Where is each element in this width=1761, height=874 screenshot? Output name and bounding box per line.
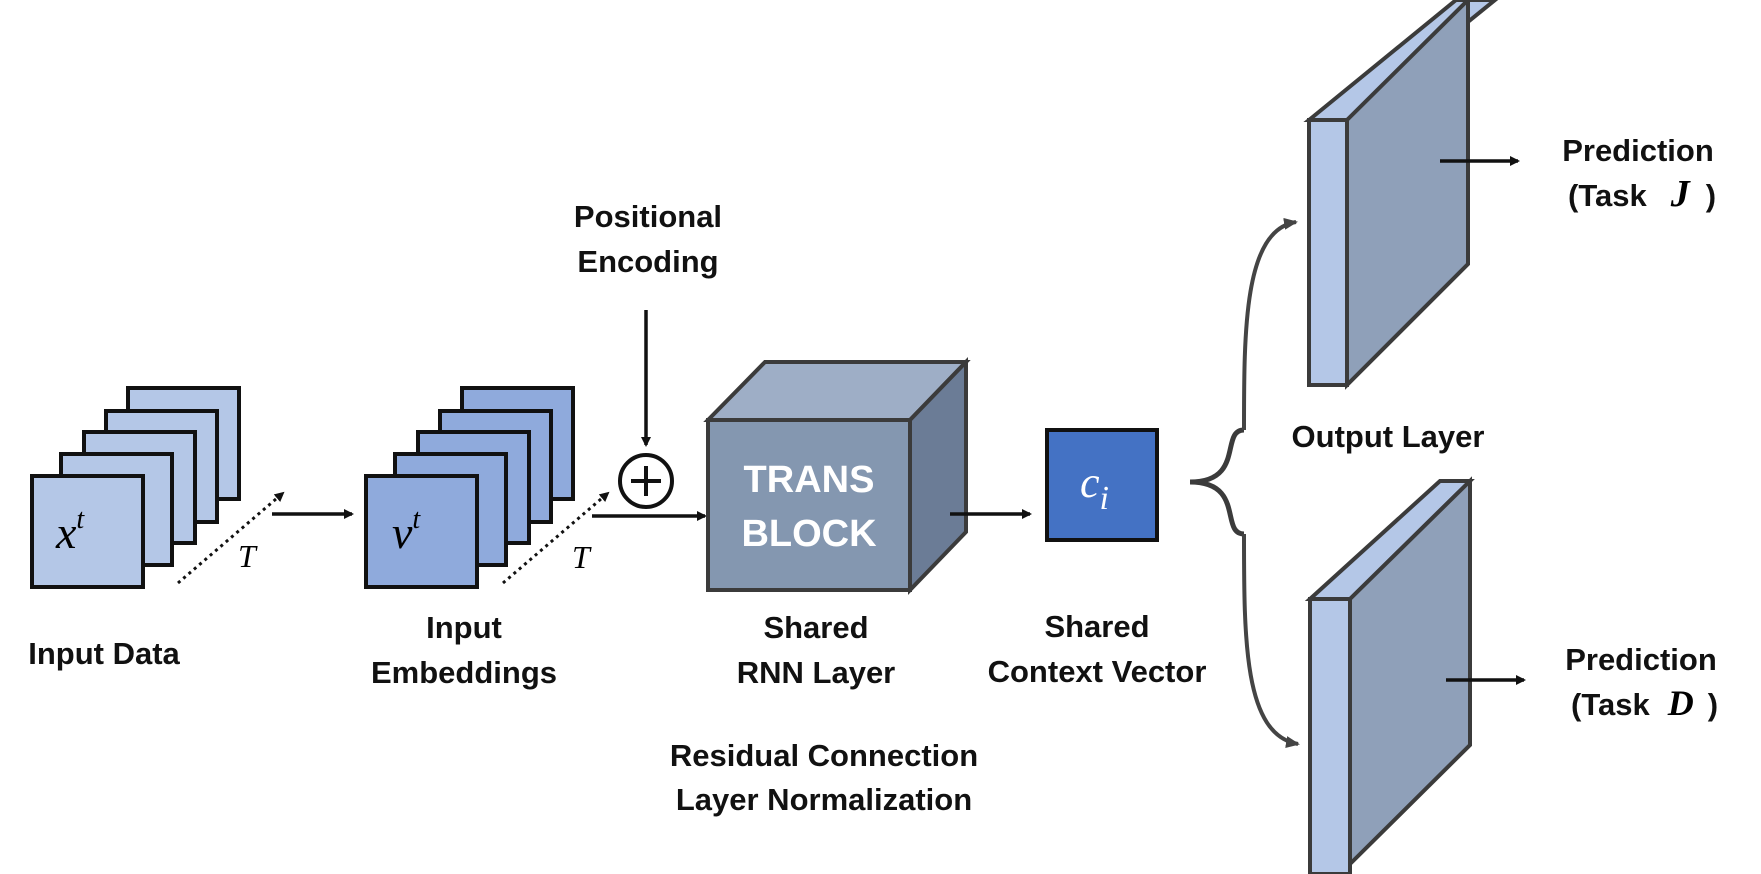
output-layer-top	[1303, 0, 1499, 390]
shared-rnn-label-2: RNN Layer	[737, 655, 896, 690]
block-label: BLOCK	[741, 513, 877, 555]
output-top-frontface	[1345, 0, 1470, 390]
trans-block-cube: TRANS BLOCK	[703, 357, 971, 595]
time-axis-dotted-1	[177, 491, 285, 585]
output-layer-label: Output Layer	[1292, 419, 1485, 454]
pred-top-label-2: (Task J )	[1568, 173, 1716, 215]
x-t-label: xt	[55, 504, 85, 558]
context-label-1: Shared	[1044, 609, 1149, 644]
output-layer-bottom	[1304, 476, 1475, 874]
trans-label: TRANS	[744, 459, 875, 501]
embed-frame-1	[364, 474, 479, 589]
v-t-label: vt	[392, 504, 421, 558]
branch-lower-arrow	[1242, 533, 1300, 748]
input-frame-1	[30, 474, 145, 589]
shared-rnn-label-1: Shared	[763, 610, 868, 645]
residual-label-1: Residual Connection	[670, 738, 978, 773]
pred-bottom-label-2: (Task D )	[1571, 683, 1718, 723]
time-axis-dotted-2	[502, 491, 610, 585]
t-symbol-1: T	[238, 538, 258, 574]
input-data-stack: xt T	[30, 386, 285, 589]
input-embeddings-label-2: Embeddings	[371, 655, 557, 690]
input-data-label: Input Data	[28, 636, 180, 671]
output-top-edge	[1307, 118, 1349, 387]
input-embeddings-label-1: Input	[426, 610, 502, 645]
branch-upper-arrow	[1242, 217, 1298, 431]
pred-bottom-label-1: Prediction	[1565, 642, 1717, 677]
context-label-2: Context Vector	[988, 654, 1207, 689]
residual-label-2: Layer Normalization	[676, 782, 972, 817]
output-bot-frontface	[1348, 476, 1472, 869]
positional-label-1: Positional	[574, 199, 722, 234]
output-bot-edge	[1308, 597, 1352, 874]
cube-front-face	[706, 418, 912, 592]
c-i-label: ci	[1080, 458, 1109, 517]
embeddings-stack: vt T	[364, 386, 610, 589]
t-symbol-2: T	[572, 539, 592, 575]
pred-top-label-1: Prediction	[1562, 133, 1714, 168]
brace	[1189, 427, 1245, 537]
positional-label-2: Encoding	[577, 244, 718, 279]
context-vector-box	[1045, 428, 1159, 542]
